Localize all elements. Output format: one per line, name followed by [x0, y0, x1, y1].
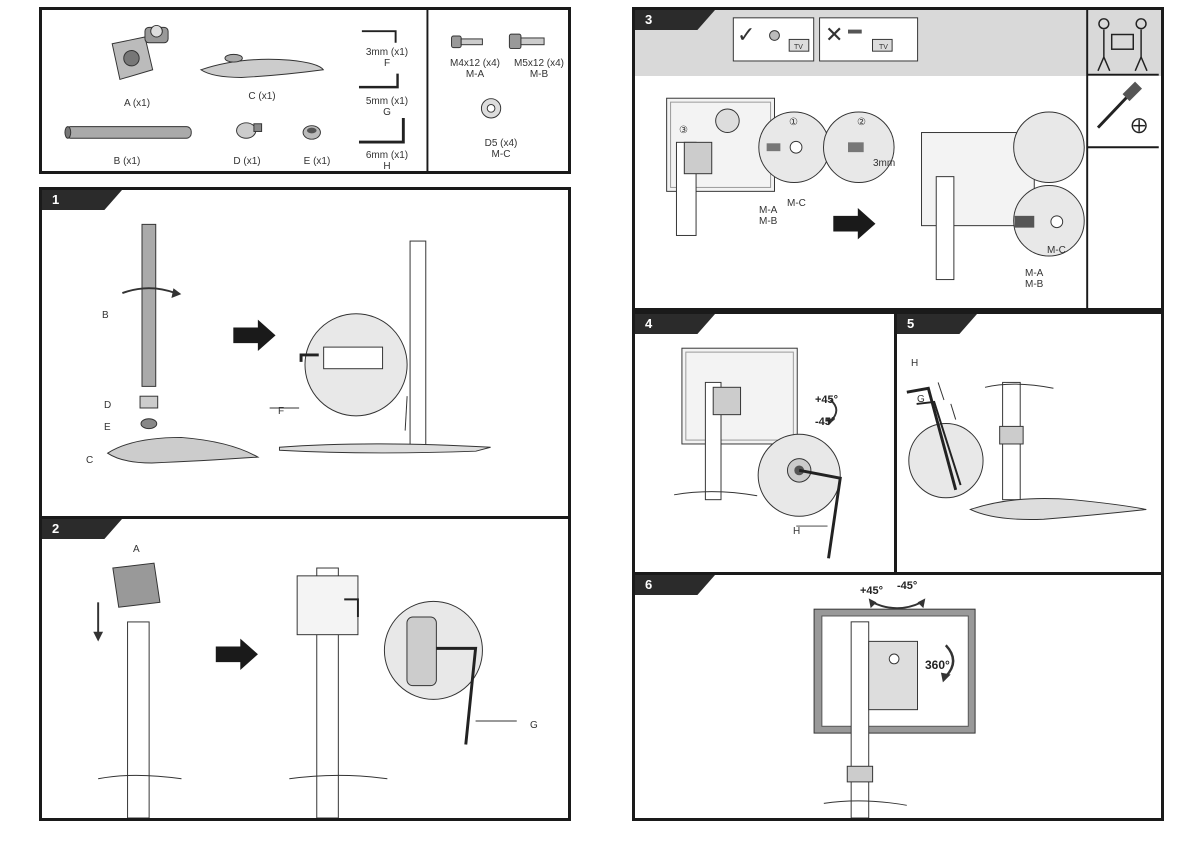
- step-2-illustration: [93, 562, 517, 818]
- step1-e-label: E: [104, 422, 111, 433]
- step6-minus45: -45°: [897, 580, 918, 592]
- part-b-pole-icon: [64, 126, 192, 139]
- step-5-panel: 5 H G: [894, 311, 1164, 575]
- step4-minus45: -45°: [815, 416, 836, 428]
- check-mark-icon: ✓: [737, 22, 756, 47]
- parts-illustrations: [64, 10, 545, 171]
- step2-a-label: A: [133, 544, 140, 555]
- step5-h-label: H: [911, 358, 919, 369]
- step4-h-label: H: [793, 526, 801, 537]
- step6-plus45: +45°: [860, 585, 884, 597]
- part-g-size: 5mm (x1): [365, 96, 409, 107]
- part-a-label: A (x1): [123, 98, 151, 109]
- step3-mc-label: M-C: [787, 198, 806, 209]
- step-4-number: 4: [635, 314, 715, 334]
- step3-mb2-label: M-B: [1025, 279, 1044, 290]
- step-1-illustration: [106, 223, 491, 464]
- part-mb-label: M-B: [529, 69, 549, 80]
- screw-mb-icon: [508, 33, 545, 50]
- part-mc-size: D5 (x4): [484, 138, 518, 149]
- step5-g-label: G: [917, 394, 925, 405]
- step1-f-label: F: [278, 406, 285, 417]
- step-6-number: 6: [635, 575, 715, 595]
- step-2-number: 2: [42, 519, 122, 539]
- allen-key-h-icon: [358, 117, 405, 144]
- part-ma-label: M-A: [465, 69, 485, 80]
- screwdriver-icon: [1096, 81, 1147, 134]
- step-6-panel: 6 +45° -45° 360°: [632, 572, 1164, 821]
- step3-circle-2: ②: [857, 117, 866, 128]
- part-g-label: G: [383, 107, 391, 118]
- part-a-bracket-icon: [111, 24, 169, 81]
- part-e-label: E (x1): [303, 156, 331, 167]
- part-mc-label: M-C: [491, 149, 511, 160]
- step1-b-label: B: [102, 310, 109, 321]
- step-4-panel: 4 +45° -45° H: [632, 311, 897, 575]
- step3-circle-3: ③: [679, 125, 688, 136]
- part-b-label: B (x1): [113, 156, 141, 167]
- tv-tag-ok: TV: [794, 44, 803, 51]
- parts-list-panel: A (x1) C (x1) B (x1) D (x1) E (x1) 3mm (…: [39, 7, 571, 174]
- part-f-label: F: [383, 58, 391, 69]
- part-e-ring-icon: [302, 125, 321, 140]
- step4-plus45: +45°: [815, 394, 839, 406]
- step-5-number: 5: [897, 314, 977, 334]
- step3-depth-label: 3mm: [873, 158, 896, 169]
- step3-mc2-label: M-C: [1047, 245, 1066, 256]
- two-people-carry-icon: [1097, 18, 1148, 72]
- part-d-collar-icon: [236, 122, 263, 139]
- allen-key-g-icon: [358, 73, 399, 89]
- part-d-label: D (x1): [233, 156, 261, 167]
- step1-d-label: D: [104, 400, 112, 411]
- cross-mark-icon: ✕: [825, 22, 844, 47]
- step1-c-label: C: [86, 455, 94, 466]
- step3-mb-label: M-B: [759, 216, 778, 227]
- step3-ma2-label: M-A: [1025, 268, 1044, 279]
- part-h-size: 6mm (x1): [365, 150, 409, 161]
- step-1-number: 1: [42, 190, 122, 210]
- step2-g-label: G: [530, 720, 538, 731]
- screw-ma-icon: [451, 35, 483, 49]
- step-1-panel: 1 B D E C F: [39, 187, 571, 519]
- part-ma-size: M4x12 (x4): [449, 58, 500, 69]
- part-c-label: C (x1): [248, 91, 276, 102]
- tv-tag-wrong: TV: [879, 44, 888, 51]
- step3-ma-label: M-A: [759, 205, 778, 216]
- part-h-label: H: [383, 161, 391, 172]
- step-3-number: 3: [635, 10, 715, 30]
- washer-mc-icon: [480, 98, 502, 119]
- allen-key-f-icon: [361, 30, 397, 43]
- step-3-panel: 3: [632, 7, 1164, 311]
- part-mb-size: M5x12 (x4): [513, 58, 564, 69]
- part-c-base-icon: [199, 53, 325, 78]
- step-6-illustration: [813, 598, 976, 818]
- step6-rotate-360: 360°: [925, 658, 950, 672]
- step-2-panel: 2 A G: [39, 516, 571, 821]
- step3-circle-1: ①: [789, 117, 798, 128]
- step-4-illustration: [674, 347, 842, 559]
- step-5-illustration: [906, 381, 1147, 520]
- part-f-size: 3mm (x1): [365, 47, 409, 58]
- step-3-illustration: [666, 10, 1159, 308]
